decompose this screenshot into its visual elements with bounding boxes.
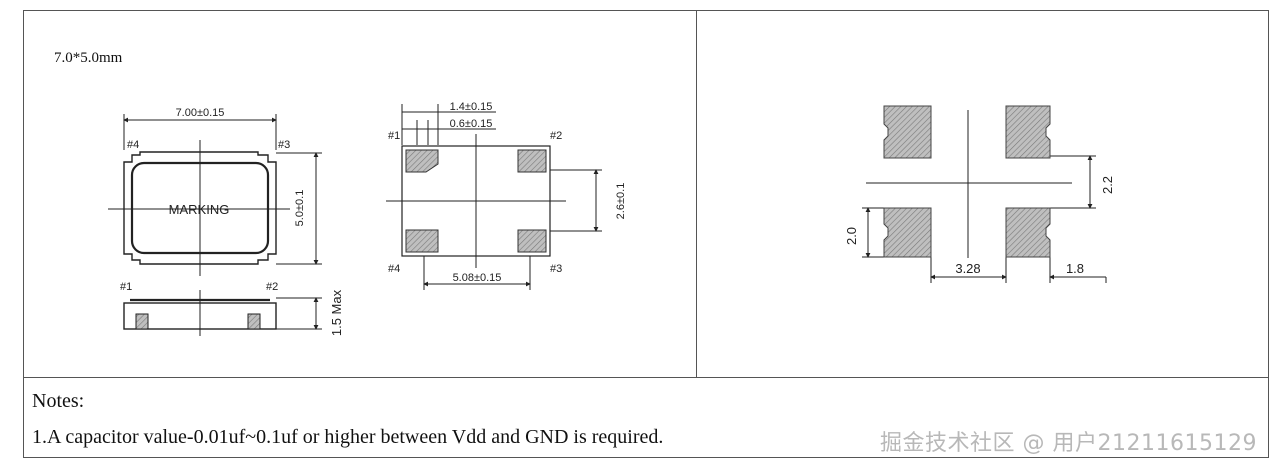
land-center-span-dim: 3.28	[955, 261, 980, 276]
horizontal-divider	[23, 377, 1269, 378]
land-pad-width-dim: 1.8	[1066, 261, 1084, 276]
side-view	[123, 290, 322, 336]
bottom-view	[386, 104, 602, 290]
bottom-pin-2: #2	[550, 130, 562, 142]
bottom-pad-4	[405, 229, 439, 253]
bottom-horizontal-dim: 5.08±0.15	[453, 272, 502, 284]
watermark-text: 掘金技术社区 @ 用户21211615129	[880, 431, 1257, 456]
drawing-frame	[23, 10, 1269, 458]
bottom-pad-3	[517, 229, 547, 253]
land-pad-top-right	[1005, 105, 1051, 159]
land-pad-top-left	[883, 105, 932, 159]
notes-title: Notes:	[32, 390, 85, 412]
land-pad-bottom-right	[1005, 207, 1051, 258]
top-pin-4: #4	[127, 139, 139, 151]
land-pad-bottom-left	[883, 207, 932, 258]
side-pin-1: #1	[120, 281, 132, 293]
land-pad-height-dim: 2.0	[844, 227, 859, 245]
marking-text: MARKING	[169, 202, 230, 217]
side-height-dim: 1.5 Max	[329, 289, 344, 336]
bottom-pin-1: #1	[388, 130, 400, 142]
note-item: 1.A capacitor value-0.01uf~0.1uf or high…	[32, 426, 664, 448]
bottom-pin-4: #4	[388, 263, 400, 275]
pad-pitch-dim: 1.4±0.15	[450, 101, 493, 113]
pad-width-dim: 0.6±0.15	[450, 118, 493, 130]
bottom-pad-1	[405, 149, 439, 173]
land-pattern	[862, 110, 1107, 283]
top-width-dim: 7.00±0.15	[176, 107, 225, 119]
land-pattern-pads	[883, 105, 1051, 258]
side-pin-2: #2	[266, 281, 278, 293]
vertical-divider	[696, 10, 697, 378]
top-height-dim: 5.0±0.1	[294, 190, 306, 227]
bottom-vertical-dim: 2.6±0.1	[615, 183, 627, 220]
bottom-view-pads	[405, 149, 547, 253]
bottom-pin-3: #3	[550, 263, 562, 275]
top-view	[108, 114, 322, 276]
bottom-pad-2	[517, 149, 547, 173]
package-size-label: 7.0*5.0mm	[54, 50, 123, 66]
land-vertical-gap-dim: 2.2	[1100, 176, 1115, 194]
top-pin-3: #3	[278, 139, 290, 151]
